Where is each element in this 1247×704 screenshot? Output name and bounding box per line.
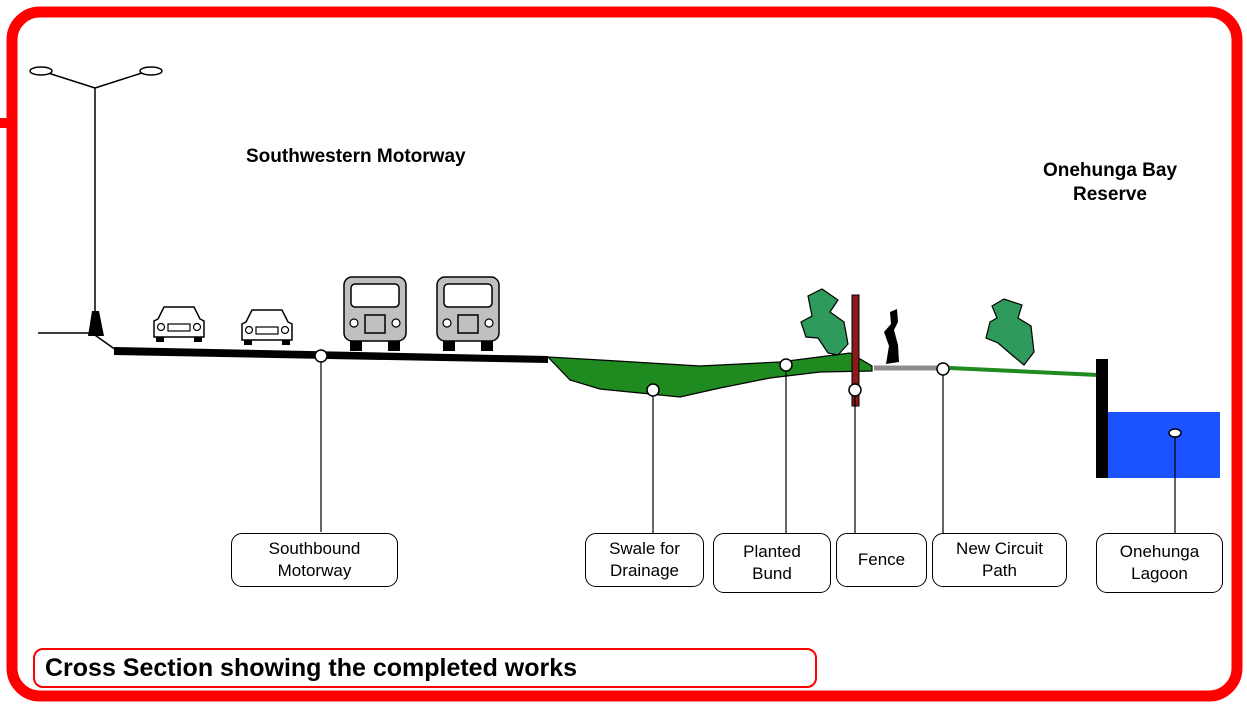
- shrub-icon: [884, 309, 899, 364]
- reserve-grass-line: [949, 366, 1099, 377]
- bus-icon: [436, 276, 500, 351]
- motorway-surface: [114, 347, 548, 363]
- label-fence: Fence: [836, 533, 927, 587]
- car-icon: [241, 309, 293, 345]
- tree-icon: [985, 298, 1035, 366]
- diagram-caption: Cross Section showing the completed work…: [33, 648, 817, 688]
- marker-dot: [1168, 428, 1182, 438]
- marker-dot: [779, 358, 793, 372]
- swale-and-bund: [546, 352, 873, 398]
- label-onehunga-lagoon: Onehunga Lagoon: [1096, 533, 1223, 593]
- label-new-circuit-path: New Circuit Path: [932, 533, 1067, 587]
- street-light-icon: [29, 66, 163, 336]
- motorway-heading: Southwestern Motorway: [246, 146, 466, 167]
- label-planted-bund: Planted Bund: [713, 533, 831, 593]
- bus-icon: [343, 276, 407, 351]
- retaining-wall: [1096, 359, 1108, 478]
- reserve-heading: Onehunga Bay Reserve: [1042, 160, 1178, 205]
- marker-dot: [646, 383, 660, 397]
- kerb-slope: [91, 332, 117, 351]
- label-swale-for-drainage: Swale for Drainage: [585, 533, 704, 587]
- label-southbound-motorway: Southbound Motorway: [231, 533, 398, 587]
- marker-dot: [314, 349, 328, 363]
- car-icon: [153, 306, 205, 342]
- diagram-frame: [6, 6, 1243, 702]
- frame-tab: [0, 118, 12, 128]
- leader-lines: [320, 356, 1176, 533]
- marker-dots: [314, 349, 1182, 438]
- lagoon-water: [1108, 412, 1220, 478]
- marker-dot: [848, 383, 862, 397]
- marker-dot: [936, 362, 950, 376]
- tree-icon: [800, 288, 849, 356]
